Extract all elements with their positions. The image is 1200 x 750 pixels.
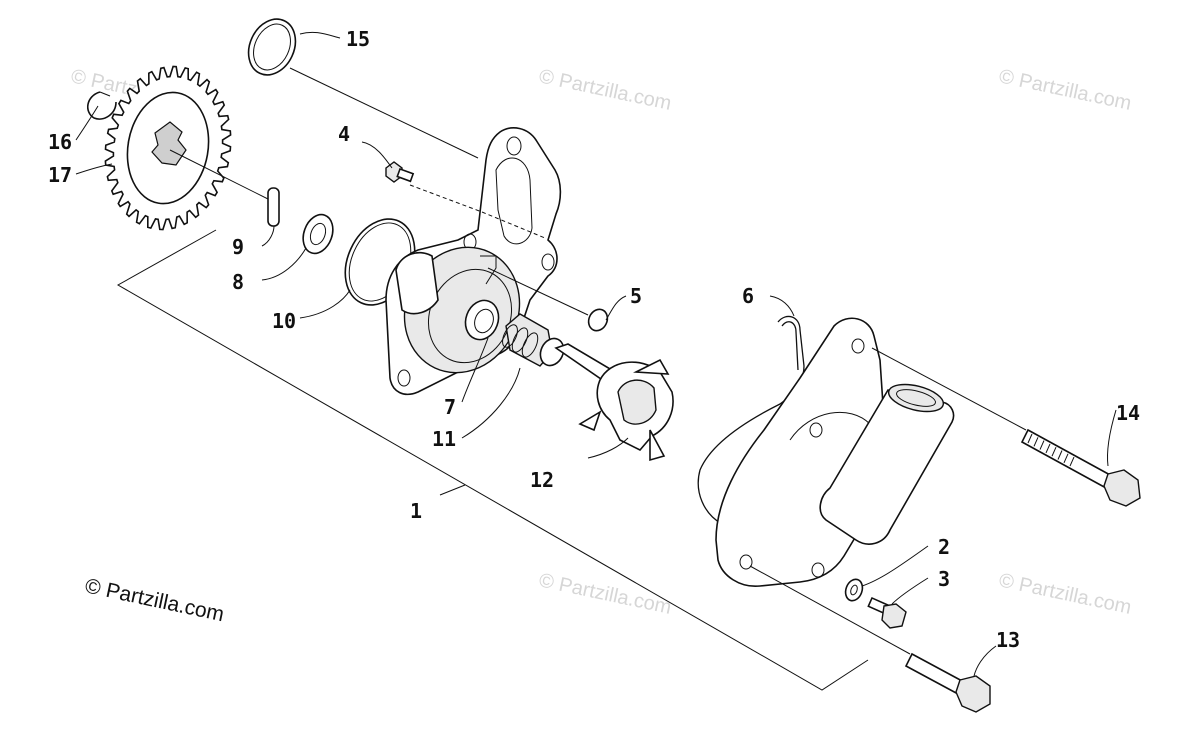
bolt-part-4 xyxy=(385,161,415,183)
bolt-part-13 xyxy=(749,565,991,713)
callout-11: 11 xyxy=(432,427,456,451)
callout-3: 3 xyxy=(938,567,950,591)
bolt-thread-line xyxy=(1039,440,1045,450)
gasket-part-6 xyxy=(697,315,805,525)
leader-lines xyxy=(75,31,1117,677)
bolt-thread-line xyxy=(1057,450,1063,460)
callout-5: 5 xyxy=(630,284,642,308)
callout-12: 12 xyxy=(530,468,554,492)
dowel-part-5 xyxy=(587,308,609,332)
callout-16: 16 xyxy=(48,130,72,154)
o-ring-part-15 xyxy=(247,18,479,159)
callout-2: 2 xyxy=(938,535,950,559)
bolt-part-3 xyxy=(867,596,907,629)
watermark-5: © Partzilla.com xyxy=(997,569,1133,619)
bolt-thread-line xyxy=(1033,437,1039,447)
copyright-text: © Partzilla.com xyxy=(83,574,226,626)
callout-6: 6 xyxy=(742,284,754,308)
callout-15: 15 xyxy=(346,27,370,51)
washer-part-2 xyxy=(844,578,864,602)
seal-part-7 xyxy=(464,299,500,341)
bolt-thread-line xyxy=(1069,456,1075,467)
circlip-part-16 xyxy=(87,91,117,120)
washer-part-8 xyxy=(302,213,334,255)
watermark-2: © Partzilla.com xyxy=(537,65,673,115)
bolt-thread-line xyxy=(1027,433,1033,444)
callout-10: 10 xyxy=(272,309,296,333)
impeller-part-12 xyxy=(554,343,674,462)
callout-7: 7 xyxy=(444,395,456,419)
pump-cover xyxy=(715,317,955,587)
callout-17: 17 xyxy=(48,163,72,187)
bolt-thread-line xyxy=(1051,446,1057,457)
callout-9: 9 xyxy=(232,235,244,259)
callout-14: 14 xyxy=(1116,401,1140,425)
bolt-part-14 xyxy=(871,347,1141,507)
bolt-thread-line xyxy=(1045,443,1051,454)
gear-part-17 xyxy=(104,65,271,231)
callout-4: 4 xyxy=(338,122,350,146)
assembly-bracket xyxy=(116,229,869,691)
callout-13: 13 xyxy=(996,628,1020,652)
callouts: 15 4 16 17 9 8 10 5 6 7 11 12 1 14 2 3 1… xyxy=(48,27,1140,652)
mechanical-seal-part-11 xyxy=(502,313,565,367)
pin-part-9 xyxy=(267,187,280,227)
watermark-4: © Partzilla.com xyxy=(537,569,673,619)
bolt-thread-line xyxy=(1063,453,1069,464)
callout-8: 8 xyxy=(232,270,244,294)
callout-1: 1 xyxy=(410,499,422,523)
watermark-3: © Partzilla.com xyxy=(997,65,1133,115)
